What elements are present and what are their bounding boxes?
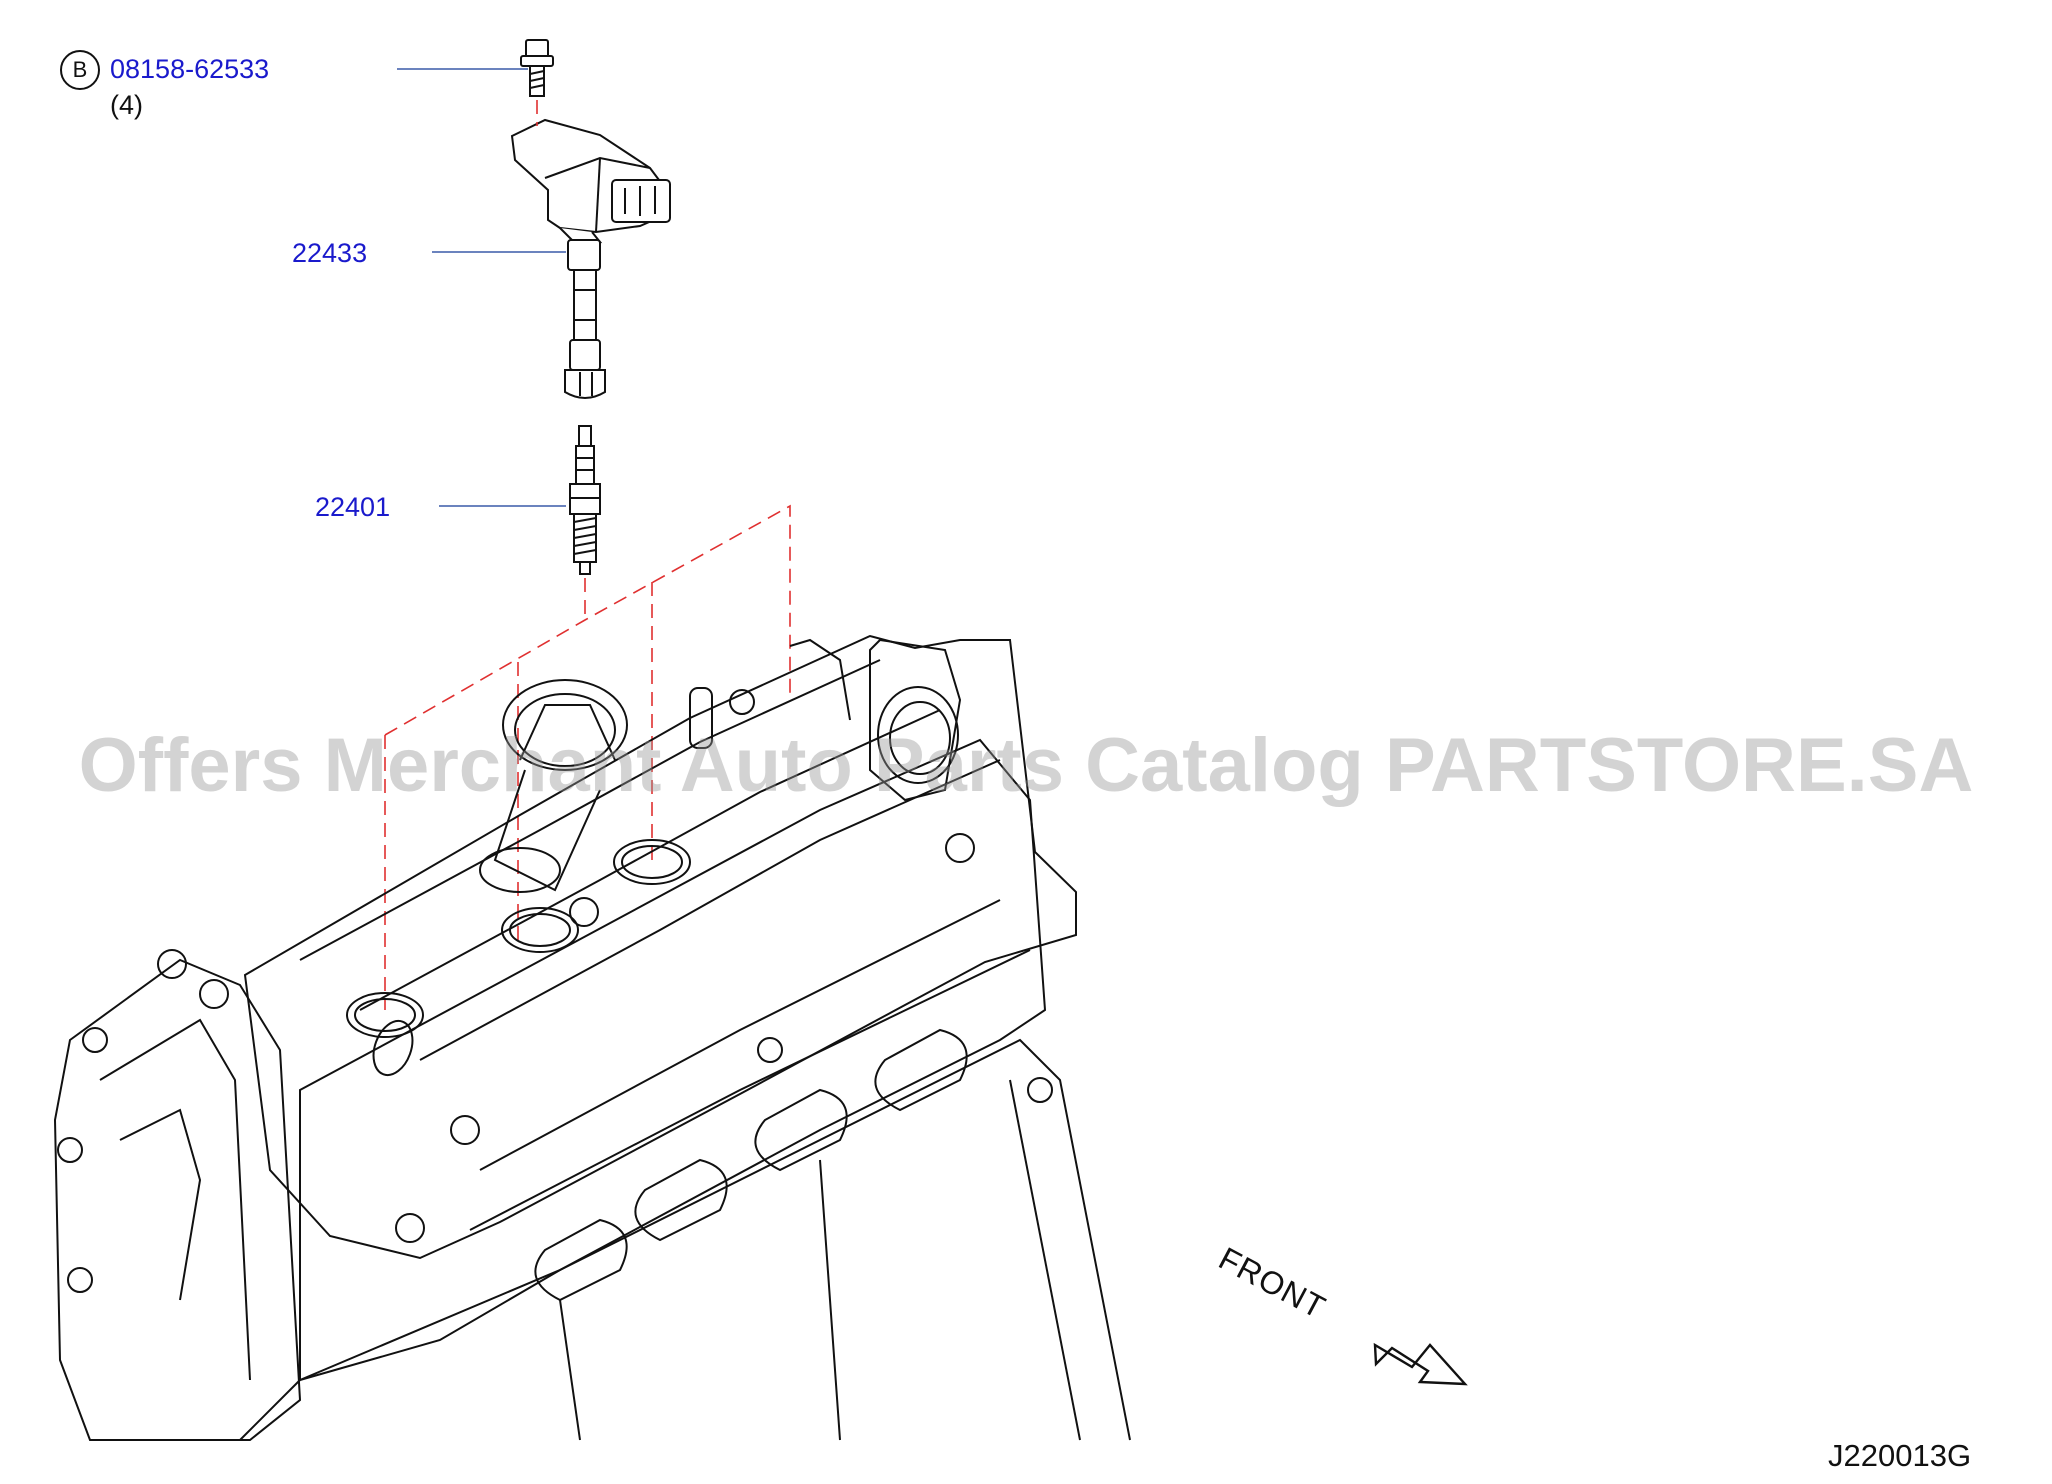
diagram-reference: J220013G: [1828, 1438, 1972, 1473]
ignition-coil[interactable]: [510, 118, 671, 399]
spark-plug[interactable]: [569, 425, 601, 575]
centerlines: [384, 100, 791, 1010]
front-arrow: [1373, 1342, 1468, 1386]
bolt[interactable]: [520, 39, 554, 97]
ignition-coil-part-number[interactable]: 22433: [292, 238, 368, 268]
bolt-part-number[interactable]: 08158-62533: [110, 54, 270, 84]
bolt-quantity: (4): [110, 90, 143, 120]
engine-block: [53, 634, 1131, 1441]
leader-lines: [397, 68, 566, 507]
spark-plug-part-number[interactable]: 22401: [315, 492, 391, 522]
bolt-marker-circle: B: [60, 50, 100, 90]
